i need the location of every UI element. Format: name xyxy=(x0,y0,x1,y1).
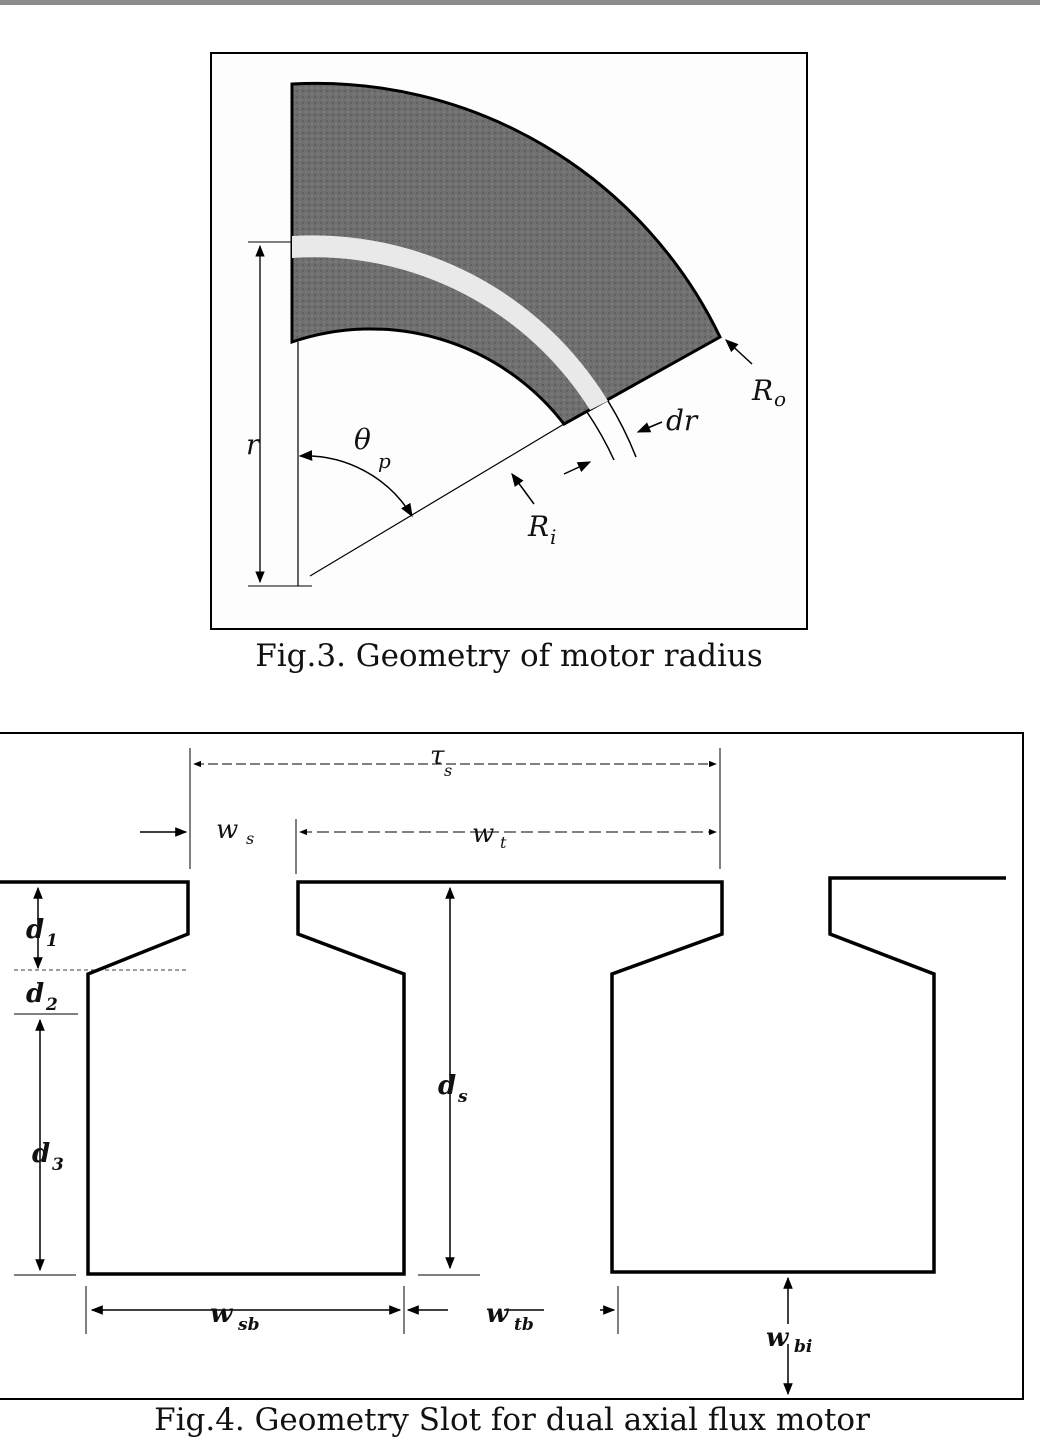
label-ro-sub: o xyxy=(774,387,786,411)
label-tau-s-sub: s xyxy=(444,761,452,780)
label-d1-sub: 1 xyxy=(46,931,58,951)
label-w-tb-sub: tb xyxy=(514,1315,534,1335)
label-w-bi: w xyxy=(766,1323,790,1353)
figure-3-diagram: r θ p dr R o R i xyxy=(246,81,786,587)
label-w-s: w xyxy=(216,815,238,845)
figure-3-caption: Fig.3. Geometry of motor radius xyxy=(255,638,763,674)
label-w-sb: w xyxy=(210,1299,234,1329)
label-w-t: w xyxy=(472,819,494,849)
label-ri-sub: i xyxy=(550,525,556,549)
slot-outline xyxy=(0,876,1006,1276)
label-w-s-sub: s xyxy=(246,829,254,848)
figure-3-motor-radius: r θ p dr R o R i xyxy=(210,52,808,630)
label-d2-sub: 2 xyxy=(45,995,58,1015)
label-d2: d xyxy=(26,979,44,1009)
label-w-tb: w xyxy=(486,1299,510,1329)
label-w-bi-sub: bi xyxy=(794,1337,812,1357)
label-d-s: d xyxy=(438,1071,456,1101)
label-w-t-sub: t xyxy=(500,833,507,852)
label-d3: d xyxy=(32,1139,50,1169)
dr-ring xyxy=(292,235,608,410)
label-theta: θ xyxy=(354,423,371,456)
label-ri: R xyxy=(527,510,549,543)
label-dr: dr xyxy=(666,404,699,437)
figure-4-diagram: τ s w s w t d 1 d 2 d 3 d s w sb w tb w … xyxy=(0,741,1006,1396)
label-tau-s: τ xyxy=(430,741,445,771)
label-d1: d xyxy=(26,915,44,945)
label-ro: R xyxy=(751,374,773,407)
label-w-sb-sub: sb xyxy=(237,1315,259,1335)
top-rule xyxy=(0,0,1040,5)
label-d3-sub: 3 xyxy=(52,1155,64,1175)
outer-magnet-sector xyxy=(290,81,722,426)
label-d-s-sub: s xyxy=(457,1087,468,1107)
figure-4-slot-geometry: τ s w s w t d 1 d 2 d 3 d s w sb w tb w … xyxy=(0,732,1024,1400)
label-r: r xyxy=(246,428,261,461)
figure-4-caption: Fig.4. Geometry Slot for dual axial flux… xyxy=(154,1402,870,1438)
label-theta-sub: p xyxy=(378,449,391,473)
